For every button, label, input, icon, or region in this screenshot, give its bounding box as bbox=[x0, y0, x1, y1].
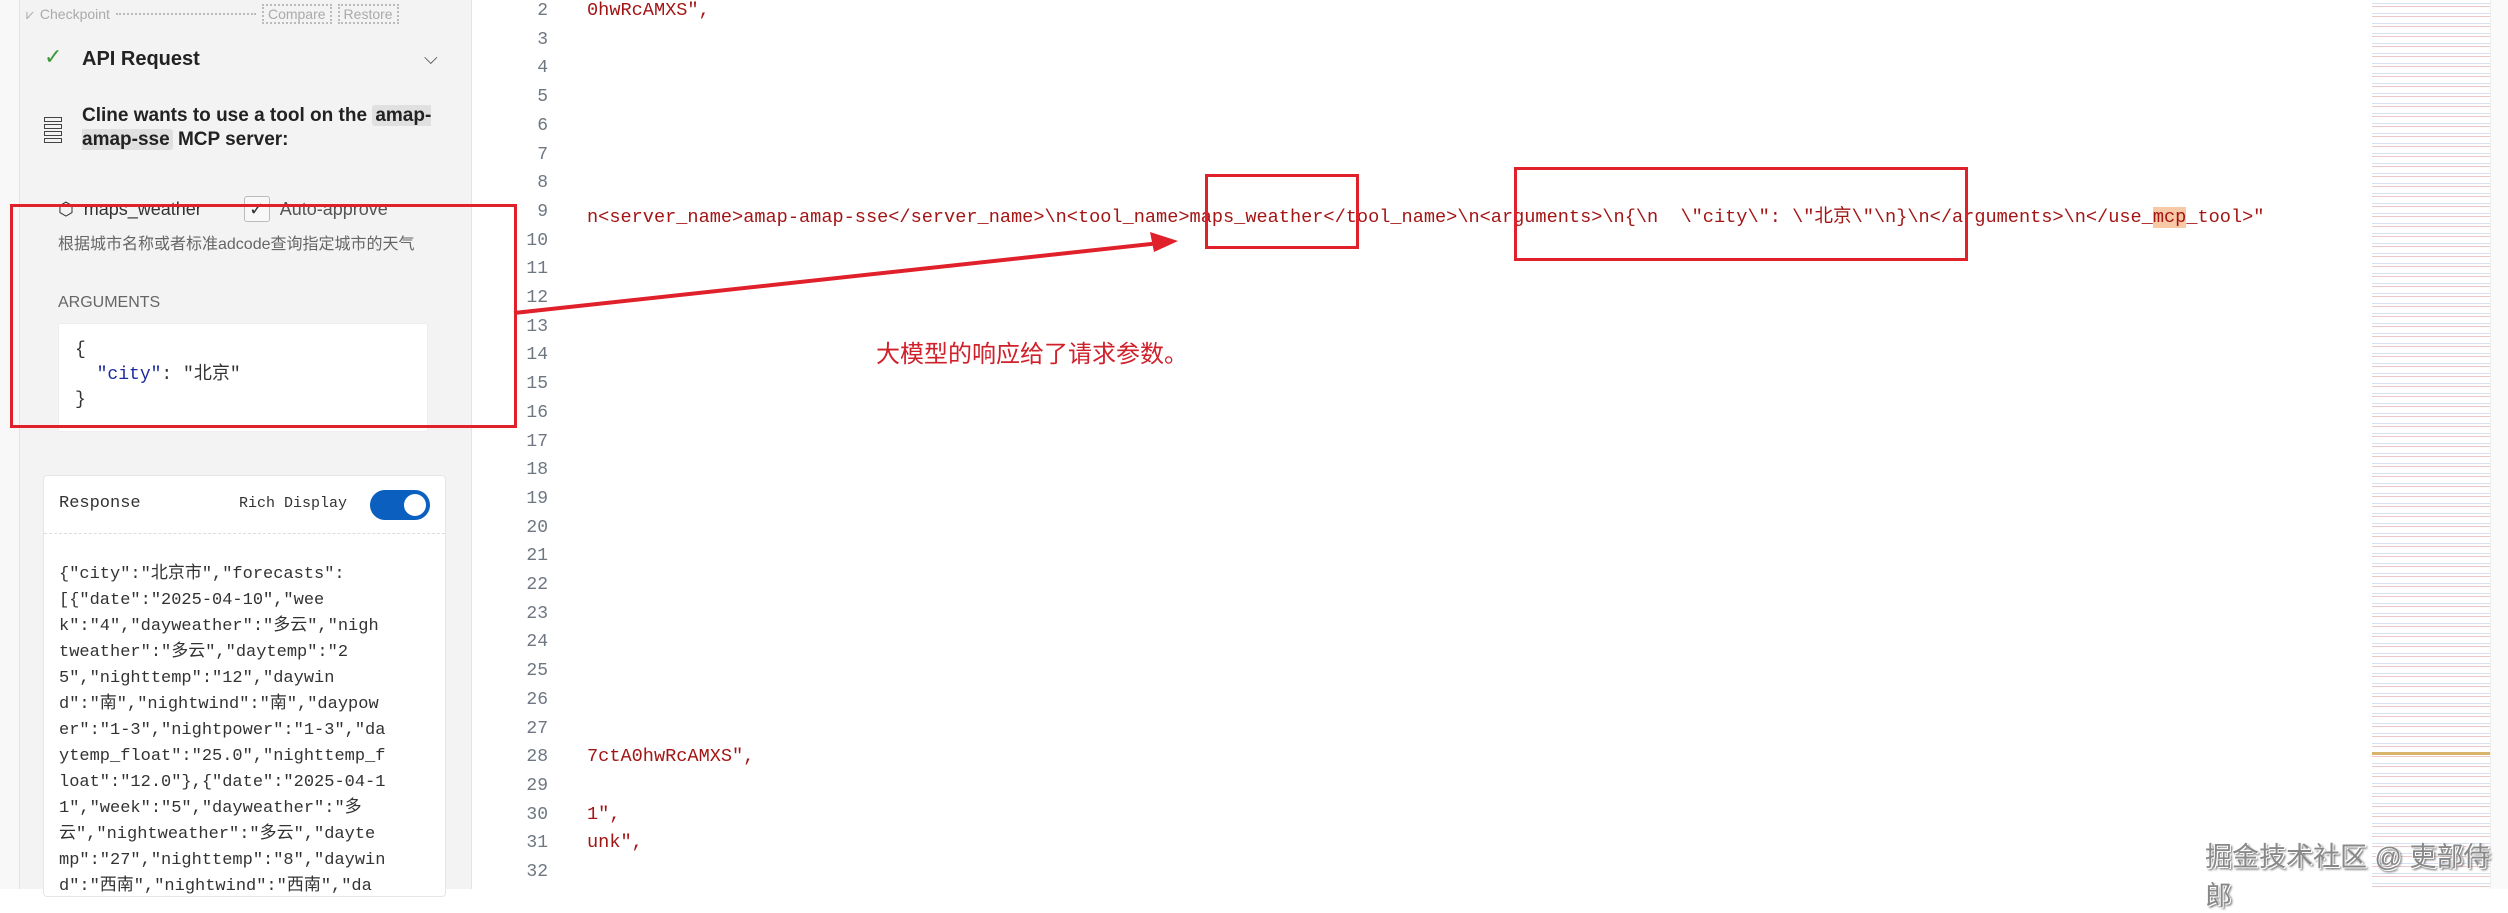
response-title: Response bbox=[59, 494, 141, 513]
line-number: 2 bbox=[537, 1, 548, 21]
arrow-head bbox=[1150, 232, 1178, 252]
server-icon bbox=[44, 117, 62, 143]
arrow-shaft bbox=[513, 241, 1161, 315]
response-line: 5","nighttemp":"12","daywin bbox=[59, 669, 335, 688]
response-line: k":"4","dayweather":"多云","nigh bbox=[59, 617, 379, 636]
checkpoint-divider bbox=[115, 13, 256, 15]
code-line: unk", bbox=[587, 832, 643, 854]
tool-row: ⬡ maps_weather ✓ Auto-approve bbox=[58, 196, 388, 222]
line-number: 10 bbox=[526, 230, 548, 251]
line-number: 18 bbox=[526, 460, 548, 481]
line-number: 32 bbox=[526, 862, 548, 882]
annotation-note: 大模型的响应给了请求参数。 bbox=[876, 340, 1188, 368]
line-number: 29 bbox=[526, 775, 548, 796]
annotation-box-arguments-code bbox=[1514, 167, 1968, 261]
line-number: 30 bbox=[526, 804, 548, 825]
line-number: 21 bbox=[526, 546, 548, 567]
line-number: 5 bbox=[537, 87, 548, 108]
args-line: } bbox=[75, 390, 86, 410]
response-line: d":"南","nightwind":"南","daypow bbox=[59, 695, 379, 714]
line-number: 16 bbox=[526, 402, 548, 423]
checkpoint-label: Checkpoint bbox=[39, 6, 110, 22]
args-key: "city" bbox=[96, 365, 162, 385]
code-segment: n<server_name>amap-amap-sse</server_name… bbox=[587, 206, 2153, 228]
tool-request-suffix: MCP server: bbox=[177, 129, 289, 150]
line-number: 23 bbox=[526, 603, 548, 624]
args-line: "city": "北京" bbox=[96, 365, 241, 385]
line-number: 22 bbox=[526, 575, 548, 595]
arguments-label: ARGUMENTS bbox=[58, 294, 161, 311]
line-number: 28 bbox=[526, 747, 548, 768]
arguments-box: { "city": "北京" } bbox=[58, 323, 428, 432]
auto-approve-label: Auto-approve bbox=[279, 198, 388, 219]
line-number: 4 bbox=[537, 58, 548, 79]
args-line: { bbox=[75, 340, 86, 360]
response-line: mp":"27","nighttemp":"8","daywin bbox=[59, 851, 386, 870]
line-number: 12 bbox=[526, 288, 548, 308]
response-line: ytemp_float":"25.0","nighttemp_f bbox=[59, 747, 386, 766]
line-number: 20 bbox=[526, 517, 548, 538]
rich-display-label: Rich Display bbox=[239, 495, 348, 512]
code-segment: _tool>" bbox=[2186, 206, 2265, 228]
line-number: 15 bbox=[526, 374, 548, 395]
rich-display-toggle[interactable] bbox=[370, 490, 430, 520]
checkpoint-icon: ⩗ bbox=[26, 5, 34, 22]
line-number: 8 bbox=[537, 173, 548, 194]
response-header: Response Rich Display bbox=[44, 476, 445, 534]
line-number: 7 bbox=[537, 144, 548, 165]
line-number: 6 bbox=[537, 115, 548, 136]
tool-request-prefix: Cline wants to use a tool on the bbox=[82, 105, 368, 126]
compare-button[interactable]: Compare bbox=[261, 4, 332, 24]
checkpoint-row: ⩗ Checkpoint Compare Restore bbox=[26, 4, 399, 24]
watermark: 掘金技术社区 @ 吏部侍郎 bbox=[2205, 842, 2491, 911]
activity-bar bbox=[0, 0, 19, 889]
response-body: {"city":"北京市","forecasts": [{"date":"2025… bbox=[44, 534, 445, 900]
code-line: 7ctA0hwRcAMXS", bbox=[587, 746, 755, 768]
line-number: 24 bbox=[526, 632, 548, 653]
line-number: 3 bbox=[537, 29, 548, 50]
line-number: 31 bbox=[526, 833, 548, 854]
line-number: 11 bbox=[526, 259, 548, 280]
tool-name: maps_weather bbox=[83, 198, 202, 219]
chevron-down-icon[interactable]: ⌵ bbox=[424, 48, 438, 68]
response-line: er":"1-3","nightpower":"1-3","da bbox=[59, 721, 386, 740]
annotation-box-arguments bbox=[10, 204, 517, 428]
line-number: 9 bbox=[537, 201, 548, 222]
vertical-scrollbar[interactable] bbox=[2490, 0, 2508, 889]
response-line: [{"date":"2025-04-10","wee bbox=[59, 591, 325, 610]
toggle-knob bbox=[404, 494, 426, 516]
response-line: tweather":"多云","daytemp":"2 bbox=[59, 643, 349, 662]
args-value: "北京" bbox=[183, 365, 241, 385]
check-icon: ✓ bbox=[44, 44, 63, 69]
line-number: 27 bbox=[526, 718, 548, 739]
line-number: 14 bbox=[526, 345, 548, 366]
annotation-box-tool-name bbox=[1205, 174, 1359, 249]
code-line: 1", bbox=[587, 803, 621, 825]
code-line: 0hwRcAMXS", bbox=[587, 0, 710, 21]
response-line: 云","nightweather":"多云","dayte bbox=[59, 825, 376, 844]
response-line: 1","week":"5","dayweather":"多 bbox=[59, 799, 362, 818]
response-line: {"city":"北京市","forecasts": bbox=[59, 565, 345, 584]
annotation-arrow bbox=[513, 232, 1178, 315]
line-number: 26 bbox=[526, 689, 548, 710]
response-line: loat":"12.0"},{"date":"2025-04-1 bbox=[59, 773, 386, 792]
line-number: 19 bbox=[526, 488, 548, 509]
line-number: 13 bbox=[526, 316, 548, 337]
minimap[interactable] bbox=[2372, 0, 2490, 889]
line-number: 17 bbox=[526, 431, 548, 452]
restore-button[interactable]: Restore bbox=[337, 4, 399, 24]
tool-request-message: Cline wants to use a tool on the amap-am… bbox=[82, 104, 442, 152]
tool-icon: ⬡ bbox=[58, 198, 74, 219]
minimap-highlight bbox=[2372, 752, 2490, 755]
api-request-label[interactable]: API Request bbox=[82, 48, 200, 70]
search-match: mcp bbox=[2152, 206, 2187, 228]
tool-description: 根据城市名称或者标准adcode查询指定城市的天气 bbox=[58, 236, 415, 253]
code-line: n<server_name>amap-amap-sse</server_name… bbox=[587, 201, 2264, 228]
line-number: 25 bbox=[526, 661, 548, 682]
response-card: Response Rich Display {"city":"北京市","for… bbox=[43, 475, 446, 897]
